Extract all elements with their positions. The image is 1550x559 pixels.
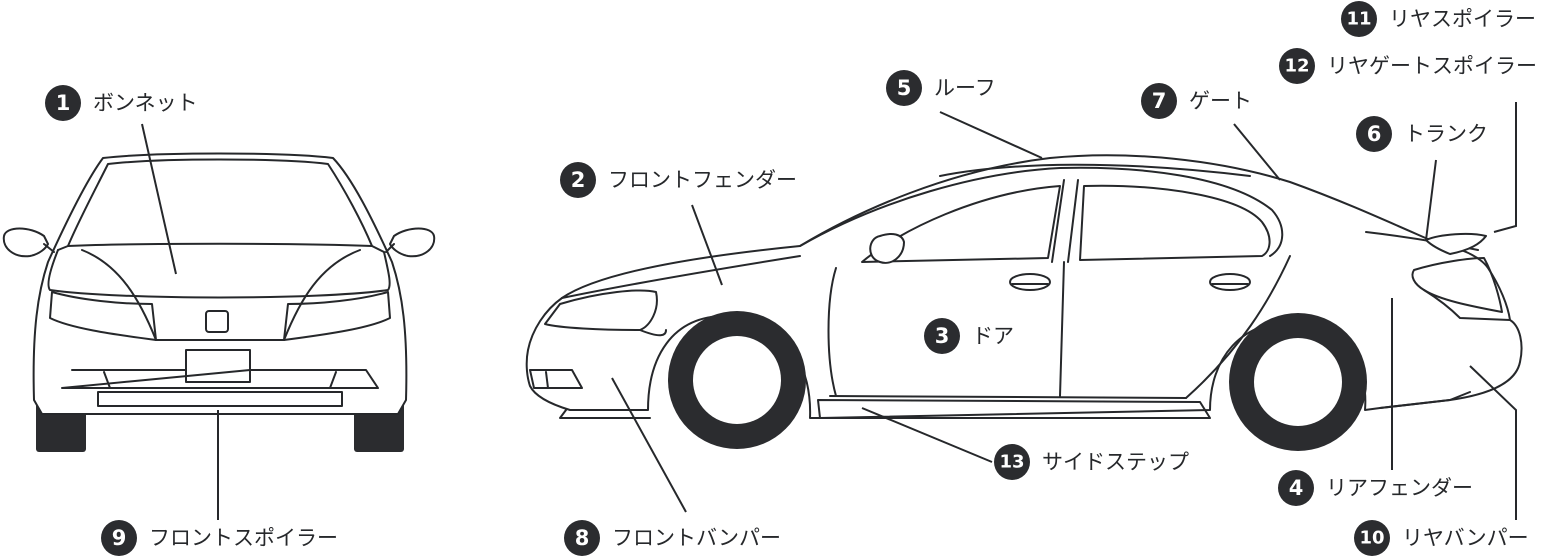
callout-rear-bumper-label: リヤバンパー (1402, 526, 1529, 550)
callout-bonnet: 1 ボンネット (45, 85, 198, 121)
callout-front-spoiler-number: 9 (112, 526, 127, 550)
callout-front-bumper-number: 8 (575, 526, 590, 550)
side-rear-hub (1254, 338, 1342, 426)
callout-rear-gate-spoiler: 12 リヤゲートスポイラー (1279, 48, 1537, 84)
front-right-mirror (389, 227, 436, 258)
callout-front-bumper-label: フロントバンパー (612, 526, 781, 550)
callout-rear-spoiler-number: 11 (1346, 9, 1371, 30)
callout-gate-badge (1141, 83, 1177, 119)
callout-roof-number: 5 (897, 76, 912, 100)
callout-front-fender-label: フロントフェンダー (608, 168, 797, 192)
callout-front-bumper-badge (564, 520, 600, 556)
front-door-handle (1009, 273, 1051, 291)
callout-roof-badge (886, 70, 922, 106)
callout-gate-number: 7 (1152, 89, 1167, 113)
callout-rear-fender: 4 リアフェンダー (1278, 470, 1473, 506)
callout-front-spoiler-label: フロントスポイラー (149, 526, 338, 550)
callout-trunk-number: 6 (1367, 122, 1382, 146)
callout-trunk-label: トランク (1404, 122, 1488, 146)
callout-rear-fender-label: リアフェンダー (1326, 476, 1473, 500)
front-view-car (2, 152, 436, 452)
callout-side-step: 13 サイドステップ (994, 444, 1189, 480)
leader-lines (141, 102, 1517, 520)
callout-rear-spoiler-badge (1341, 1, 1377, 37)
callout-front-bumper: 8 フロントバンパー (564, 520, 781, 556)
callout-bonnet-label: ボンネット (93, 91, 198, 115)
side-view-car (525, 154, 1523, 451)
callout-roof: 5 ルーフ (886, 70, 996, 106)
callout-trunk: 6 トランク (1356, 116, 1488, 152)
callout-gate: 7 ゲート (1141, 83, 1252, 119)
rear-door-handle (1209, 273, 1251, 291)
callout-rear-fender-number: 4 (1289, 476, 1304, 500)
callout-front-fender-badge (560, 162, 596, 198)
callout-rear-spoiler: 11 リヤスポイラー (1341, 1, 1536, 37)
callout-rear-bumper: 10 リヤバンパー (1354, 520, 1529, 556)
front-left-mirror (2, 227, 49, 258)
callout-trunk-badge (1356, 116, 1392, 152)
callout-side-step-number: 13 (999, 452, 1024, 473)
callout-gate-label: ゲート (1189, 89, 1252, 113)
callout-rear-spoiler-label: リヤスポイラー (1389, 7, 1536, 31)
callout-door: 3 ドア (924, 318, 1014, 354)
callout-rear-bumper-number: 10 (1359, 528, 1384, 549)
callout-bonnet-number: 1 (56, 91, 71, 115)
callout-roof-label: ルーフ (934, 76, 996, 100)
front-windshield (67, 158, 373, 247)
callout-bonnet-badge (45, 85, 81, 121)
front-hood (47, 249, 391, 299)
rear-spoiler-wing (1425, 232, 1487, 255)
side-rear-window (1079, 184, 1271, 261)
callout-rear-bumper-badge (1354, 520, 1390, 556)
callout-door-number: 3 (935, 324, 950, 348)
front-license-plate (185, 349, 251, 383)
side-step-panel (817, 399, 1211, 419)
side-fog-light (529, 369, 583, 389)
front-spoiler-lip (97, 391, 343, 407)
callout-side-step-badge (994, 444, 1030, 480)
side-mirror (869, 233, 905, 264)
callout-front-spoiler-badge (101, 520, 137, 556)
callout-rear-gate-spoiler-badge (1279, 48, 1315, 84)
side-door-outline (827, 255, 1291, 399)
callout-rear-gate-spoiler-label: リヤゲートスポイラー (1327, 54, 1537, 78)
callout-front-spoiler: 9 フロントスポイラー (101, 520, 338, 556)
rear-tail-light (1411, 257, 1503, 313)
callout-side-step-label: サイドステップ (1042, 450, 1189, 474)
side-front-hub (693, 336, 781, 424)
callout-rear-fender-badge (1278, 470, 1314, 506)
callout-door-label: ドア (972, 324, 1014, 348)
front-emblem (205, 310, 229, 333)
callout-front-fender-number: 2 (571, 168, 586, 192)
side-headlight (544, 289, 658, 331)
front-body-outline (32, 152, 408, 415)
callout-door-badge (924, 318, 960, 354)
callout-rear-gate-spoiler-number: 12 (1284, 56, 1309, 77)
callout-front-fender: 2 フロントフェンダー (560, 162, 797, 198)
